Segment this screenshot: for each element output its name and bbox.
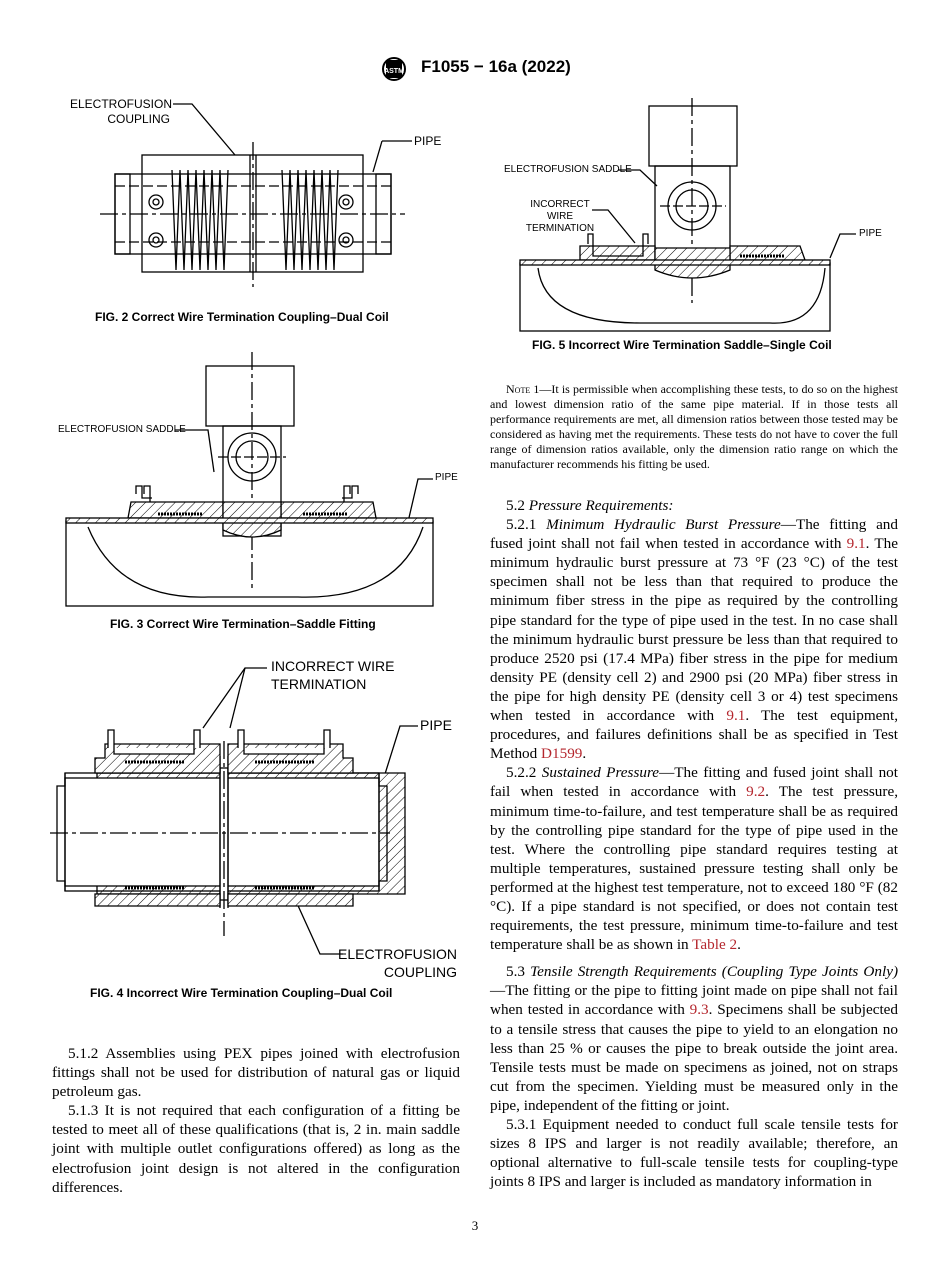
right-column-text: 5.2 Pressure Requirements: 5.2.1 Minimum… (490, 496, 898, 1191)
fig2-coupling-label-2: COUPLING (107, 112, 170, 126)
section-5-2-2-text-b: . The test pressure, minimum time-to-fai… (490, 783, 898, 954)
section-5-3-title: Tensile Strength Requirements (Coupling … (530, 963, 899, 981)
section-5-2-2-number: 5.2.2 (506, 764, 537, 782)
fig5-caption: FIG. 5 Incorrect Wire Termination Saddle… (532, 338, 832, 352)
left-column-text: 5.1.2 Assemblies using PEX pipes joined … (52, 1044, 460, 1197)
fig2-pipe-label: PIPE (414, 134, 442, 148)
page-number: 3 (471, 1218, 479, 1233)
svg-text:ASTM: ASTM (384, 68, 404, 75)
figure-5: ELECTROFUSION SADDLE INCORRECT WIRE TERM… (500, 98, 930, 360)
section-5-2-2: 5.2.2 Sustained Pressure—The fitting and… (490, 763, 898, 954)
section-5-2-1: 5.2.1 Minimum Hydraulic Burst Pressure—T… (490, 515, 898, 763)
figure-5-drawing (519, 98, 856, 332)
fig4-incorrect-label-1: INCORRECT WIRE (271, 658, 395, 674)
section-5-3: 5.3 Tensile Strength Requirements (Coupl… (490, 962, 898, 1115)
section-5-3-1: 5.3.1 Equipment needed to conduct full s… (490, 1116, 898, 1191)
note-1: Note 1—It is permissible when accomplish… (490, 382, 898, 472)
fig5-pipe-label: PIPE (859, 228, 882, 239)
fig3-caption: FIG. 3 Correct Wire Termination–Saddle F… (110, 617, 376, 631)
fig3-saddle-label: ELECTROFUSION SADDLE (58, 424, 186, 435)
fig5-saddle-label: ELECTROFUSION SADDLE (504, 164, 632, 175)
section-5-1-3: 5.1.3 It is not required that each confi… (52, 1102, 460, 1196)
figure-4-drawing (50, 667, 418, 955)
fig4-coupling-label-2: COUPLING (383, 964, 457, 980)
ref-d1599-link[interactable]: D1599 (541, 745, 583, 763)
fig3-pipe-label: PIPE (435, 472, 458, 483)
section-5-2-2-text-a: —The fitting and fused joint shall not f… (490, 764, 898, 801)
figure-3-drawing (65, 352, 434, 607)
section-5-2-1-text-b: . The minimum hydraulic burst pressure a… (490, 535, 898, 725)
page-header: ASTM F1055 − 16a (2022) (0, 56, 950, 82)
figure-4: INCORRECT WIRE TERMINATION PIPE ELECTROF… (50, 656, 480, 1006)
fig4-incorrect-label-2: TERMINATION (271, 676, 367, 692)
section-5-2-1-text-d: . (582, 745, 587, 763)
ref-9-2-link[interactable]: 9.2 (746, 783, 766, 801)
fig5-incorrect-label-1: INCORRECT (530, 199, 590, 210)
fig5-incorrect-label-2: WIRE (546, 211, 574, 222)
note-1-label: Note 1 (506, 382, 540, 396)
section-5-2-number: 5.2 (506, 497, 525, 514)
section-5-2-1-text-c: . The test equipment, procedures, and fa… (490, 707, 899, 763)
fig4-coupling-label-1: ELECTROFUSION (337, 946, 457, 962)
fig4-caption: FIG. 4 Incorrect Wire Termination Coupli… (90, 986, 393, 1000)
figure-2: ELECTROFUSION COUPLING PIPE FIG. 2 Corre… (60, 92, 470, 332)
figure-2-drawing (100, 103, 412, 287)
fig2-coupling-label-1: ELECTROFUSION (70, 97, 173, 111)
fig5-incorrect-label-3: TERMINATION (525, 223, 595, 234)
section-5-2-1-number: 5.2.1 (506, 516, 537, 534)
ref-9-1-link[interactable]: 9.1 (846, 535, 866, 553)
section-5-2: 5.2 Pressure Requirements: (490, 496, 898, 515)
section-5-3-text-a: —The fitting or the pipe to fitting join… (490, 982, 898, 1019)
fig2-caption: FIG. 2 Correct Wire Termination Coupling… (95, 310, 389, 324)
astm-logo-icon: ASTM (382, 57, 406, 81)
section-5-2-title: Pressure Requirements: (528, 497, 674, 514)
fig4-pipe-label: PIPE (420, 717, 452, 733)
ref-table-2-link[interactable]: Table 2 (692, 936, 738, 954)
section-5-2-2-title: Sustained Pressure (541, 764, 660, 782)
section-5-2-1-text-a: —The fitting and fused joint shall not f… (490, 516, 898, 553)
section-5-2-2-text-c: . (737, 936, 741, 954)
ref-9-1-link-2[interactable]: 9.1 (726, 707, 746, 725)
ref-9-3-link[interactable]: 9.3 (689, 1001, 709, 1019)
section-5-1-2: 5.1.2 Assemblies using PEX pipes joined … (52, 1045, 460, 1101)
section-5-3-number: 5.3 (506, 963, 525, 981)
figure-3: ELECTROFUSION SADDLE PIPE FIG. 3 Correct… (58, 352, 478, 637)
standard-code: F1055 − 16a (2022) (421, 57, 571, 76)
section-5-2-1-title: Minimum Hydraulic Burst Pressure (546, 516, 781, 534)
note-1-text: —It is permissible when accomplishing th… (490, 382, 898, 471)
section-5-3-text-b: . Specimens shall be subjected to a tens… (490, 1001, 898, 1114)
